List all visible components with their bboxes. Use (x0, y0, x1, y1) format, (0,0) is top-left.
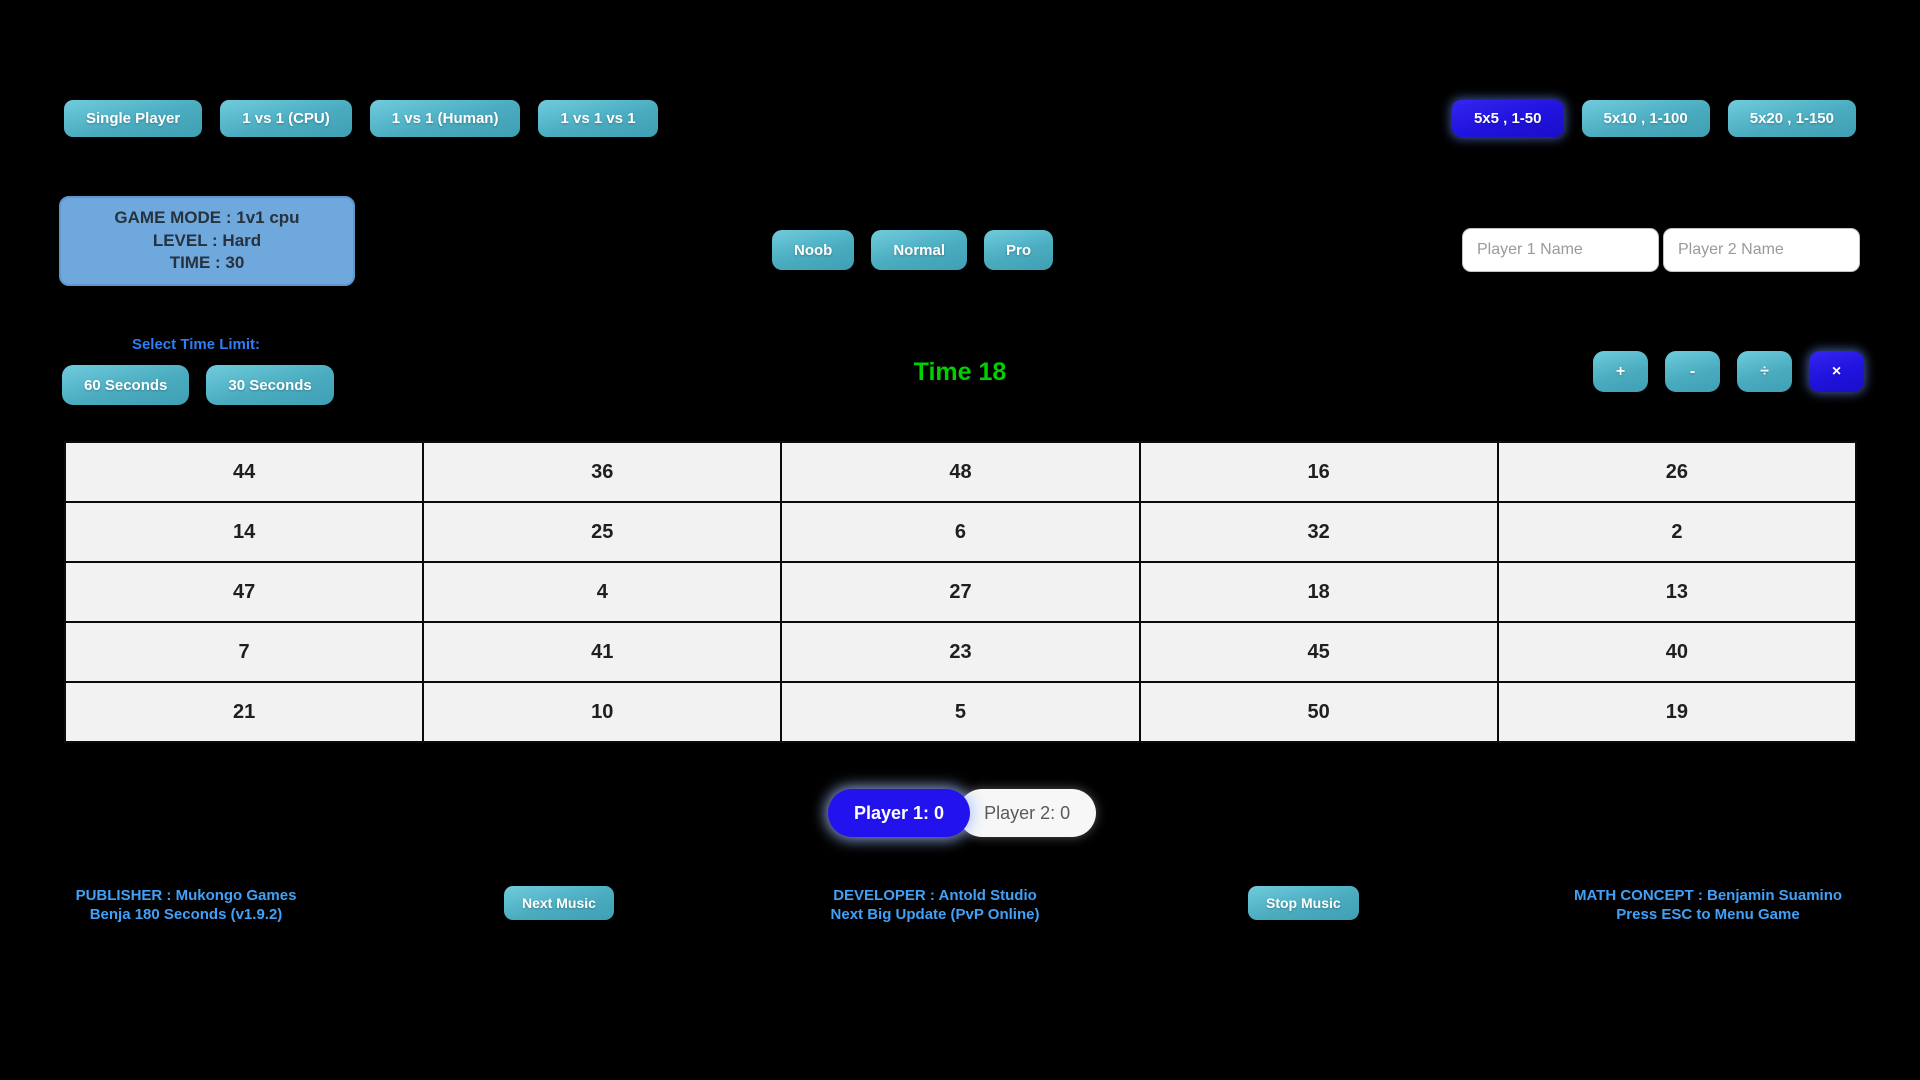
minus-operator-button[interactable]: - (1665, 351, 1720, 392)
math-concept-line1: MATH CONCEPT : Benjamin Suamino (1573, 887, 1843, 904)
grid-cell[interactable]: 50 (1138, 681, 1499, 743)
grid-cell[interactable]: 10 (422, 681, 783, 743)
stop-music-button[interactable]: Stop Music (1248, 886, 1359, 920)
player1-name-input[interactable] (1462, 228, 1659, 272)
math-concept-info: MATH CONCEPT : Benjamin Suamino Press ES… (1548, 886, 1868, 924)
grid-cell[interactable]: 32 (1138, 501, 1499, 563)
operator-button-row: + - ÷ × (1593, 351, 1864, 392)
grid-row: 14 25 6 32 2 (63, 501, 1858, 563)
grid-cell[interactable]: 48 (780, 441, 1141, 503)
time-limit-label: Select Time Limit: (131, 336, 261, 353)
grid-cell[interactable]: 16 (1138, 441, 1499, 503)
score-button-row: Player 1: 0 Player 2: 0 (828, 789, 1097, 837)
number-grid: 44 36 48 16 26 14 25 6 32 2 47 4 27 18 1… (63, 441, 1858, 743)
grid-row: 7 41 23 45 40 (63, 621, 1858, 683)
grid-cell[interactable]: 19 (1496, 681, 1858, 743)
time-limit-button-row: 60 Seconds 30 Seconds (62, 365, 334, 405)
grid-cell[interactable]: 36 (422, 441, 783, 503)
developer-line2: Next Big Update (PvP Online) (830, 906, 1040, 923)
grid-cell[interactable]: 18 (1138, 561, 1499, 623)
grid-cell[interactable]: 14 (63, 501, 425, 563)
publisher-line1: PUBLISHER : Mukongo Games (75, 887, 297, 904)
single-player-button[interactable]: Single Player (64, 100, 203, 137)
game-info-panel: GAME MODE : 1v1 cpu LEVEL : Hard TIME : … (59, 196, 355, 286)
grid-cell[interactable]: 44 (63, 441, 425, 503)
grid-size-5x10-button[interactable]: 5x10 , 1-100 (1581, 100, 1710, 137)
grid-cell[interactable]: 7 (63, 621, 425, 683)
grid-row: 21 10 5 50 19 (63, 681, 1858, 743)
grid-cell[interactable]: 25 (422, 501, 783, 563)
player2-score-button[interactable]: Player 2: 0 (958, 789, 1097, 837)
developer-line1: DEVELOPER : Antold Studio (833, 887, 1037, 904)
game-mode-button-row: Single Player 1 vs 1 (CPU) 1 vs 1 (Human… (64, 100, 658, 137)
grid-size-button-row: 5x5 , 1-50 5x10 , 1-100 5x20 , 1-150 (1451, 100, 1856, 137)
publisher-line2: Benja 180 Seconds (v1.9.2) (89, 906, 283, 923)
1v1v1-button[interactable]: 1 vs 1 vs 1 (538, 100, 658, 137)
difficulty-noob-button[interactable]: Noob (772, 230, 855, 270)
grid-cell[interactable]: 4 (422, 561, 783, 623)
grid-cell[interactable]: 26 (1496, 441, 1858, 503)
developer-info: DEVELOPER : Antold Studio Next Big Updat… (775, 886, 1095, 924)
game-mode-text: GAME MODE : 1v1 cpu (114, 208, 300, 228)
grid-cell[interactable]: 47 (63, 561, 425, 623)
grid-row: 44 36 48 16 26 (63, 441, 1858, 503)
grid-row: 47 4 27 18 13 (63, 561, 1858, 623)
difficulty-pro-button[interactable]: Pro (984, 230, 1054, 270)
multiply-operator-button[interactable]: × (1809, 351, 1864, 392)
grid-size-5x20-button[interactable]: 5x20 , 1-150 (1727, 100, 1856, 137)
player-name-inputs (1462, 228, 1860, 272)
grid-cell[interactable]: 40 (1496, 621, 1858, 683)
difficulty-button-row: Noob Normal Pro (772, 230, 1054, 270)
grid-cell[interactable]: 5 (780, 681, 1141, 743)
plus-operator-button[interactable]: + (1593, 351, 1648, 392)
grid-size-5x5-button[interactable]: 5x5 , 1-50 (1451, 100, 1564, 137)
grid-cell[interactable]: 45 (1138, 621, 1499, 683)
grid-cell[interactable]: 2 (1496, 501, 1858, 563)
grid-cell[interactable]: 6 (780, 501, 1141, 563)
player1-score-button[interactable]: Player 1: 0 (828, 789, 971, 837)
time-text: TIME : 30 (169, 253, 245, 273)
1v1-cpu-button[interactable]: 1 vs 1 (CPU) (220, 100, 352, 137)
time-60s-button[interactable]: 60 Seconds (62, 365, 190, 405)
grid-cell[interactable]: 21 (63, 681, 425, 743)
player2-name-input[interactable] (1663, 228, 1860, 272)
time-30s-button[interactable]: 30 Seconds (206, 365, 334, 405)
1v1-human-button[interactable]: 1 vs 1 (Human) (369, 100, 521, 137)
level-text: LEVEL : Hard (152, 230, 262, 250)
publisher-info: PUBLISHER : Mukongo Games Benja 180 Seco… (34, 886, 338, 924)
difficulty-normal-button[interactable]: Normal (871, 230, 968, 270)
countdown-timer: Time 18 (913, 358, 1007, 386)
divide-operator-button[interactable]: ÷ (1737, 351, 1792, 392)
grid-cell[interactable]: 23 (780, 621, 1141, 683)
grid-cell[interactable]: 27 (780, 561, 1141, 623)
grid-cell[interactable]: 41 (422, 621, 783, 683)
next-music-button[interactable]: Next Music (504, 886, 614, 920)
grid-cell[interactable]: 13 (1496, 561, 1858, 623)
math-concept-line2: Press ESC to Menu Game (1616, 906, 1800, 923)
